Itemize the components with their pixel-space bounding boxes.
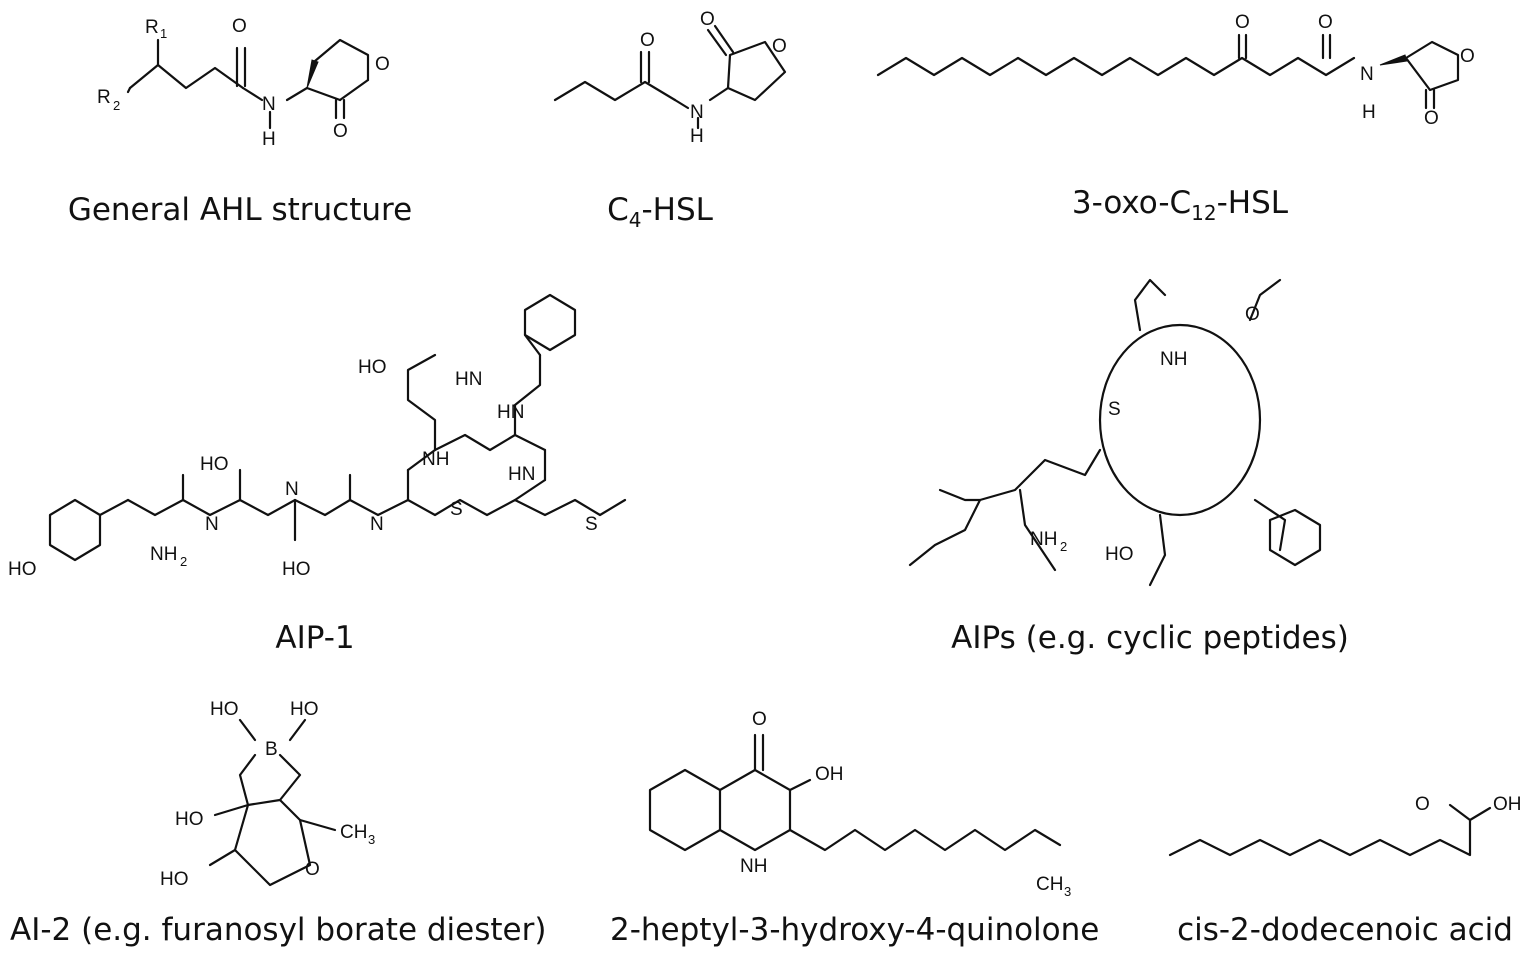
caption-main: 3-oxo-C — [1071, 185, 1192, 221]
caption-general-ahl: General AHL structure — [67, 192, 413, 228]
ho-label: HO — [1105, 544, 1134, 565]
ch3-sub: 3 — [1064, 884, 1071, 899]
oh-label: OH — [815, 764, 844, 785]
caption-main: C — [607, 192, 629, 228]
o1-label: O — [1235, 12, 1250, 33]
h-label: H — [1362, 102, 1376, 123]
caption-pqs: 2-heptyl-3-hydroxy-4-quinolone — [610, 912, 1100, 948]
ho2-label: HO — [200, 454, 229, 475]
caption-aips: AIPs (e.g. cyclic peptides) — [951, 620, 1349, 656]
hn1-label: HN — [455, 369, 482, 390]
r1-sub: 1 — [160, 26, 167, 41]
o-label: O — [752, 709, 767, 730]
caption-cis-2-dodecenoic-acid: cis-2-dodecenoic acid — [1177, 912, 1513, 948]
structure-ai-2: HO HO B HO HO CH 3 O AI-2 (e.g. furanosy… — [0, 690, 560, 970]
caption-c4-hsl: C4-HSL — [580, 192, 740, 232]
ho2-label: HO — [290, 699, 319, 720]
r2-sub: 2 — [113, 98, 120, 113]
ch3-label: CH — [340, 822, 367, 843]
r2-label: R — [97, 87, 111, 108]
nh2-sub: 2 — [180, 554, 187, 569]
o3-label: O — [333, 121, 348, 142]
structure-general-ahl: R 1 R 2 O N H O O General AHL structure — [0, 0, 440, 250]
caption-tail: -HSL — [641, 192, 713, 228]
pqs-diagram: O OH NH CH 3 — [648, 709, 1071, 899]
structure-aips: S NH NH 2 HO O AIPs (e.g. cyclic peptide… — [890, 270, 1530, 670]
o3-label: O — [1460, 46, 1475, 67]
cis-2-dodecenoic-diagram: O OH — [1168, 794, 1522, 857]
ho4-label: HO — [160, 869, 189, 890]
oh-label: OH — [1493, 794, 1522, 815]
caption-ai-2: AI-2 (e.g. furanosyl borate diester) — [10, 912, 547, 948]
caption-sub: 4 — [628, 208, 642, 233]
nh2-sub: 2 — [1060, 539, 1067, 554]
o4-label: O — [1424, 108, 1439, 129]
o-label: O — [305, 859, 320, 880]
b-label: B — [265, 739, 278, 760]
structure-pqs: O OH NH CH 3 2-heptyl-3-hydroxy-4-quinol… — [600, 690, 1120, 970]
structure-3-oxo-c12-hsl: O O O O N H 3-oxo-C12-HSL — [870, 0, 1510, 250]
o1-label: O — [232, 16, 247, 37]
nh1-label: NH — [422, 449, 449, 470]
o2-label: O — [700, 9, 715, 30]
ho-acid-label: HO — [358, 357, 387, 378]
structure-cis-2-dodecenoic-acid: O OH cis-2-dodecenoic acid — [1160, 690, 1535, 970]
caption-aip-1: AIP-1 — [275, 620, 355, 656]
nh2-label: NH — [1030, 529, 1057, 550]
ho-label: HO — [8, 559, 37, 580]
o3-label: O — [772, 36, 787, 57]
s2-label: S — [585, 514, 598, 535]
n3-label: N — [370, 514, 384, 535]
aip-1-diagram: HO NH 2 HO HO N N N HN HN NH HN S S HO — [8, 293, 627, 580]
nh-label: NH — [740, 856, 767, 877]
aips-diagram: S NH NH 2 HO O — [908, 278, 1322, 587]
structure-aip-1: HO NH 2 HO HO N N N HN HN NH HN S S HO A… — [0, 270, 640, 670]
o2-label: O — [375, 54, 390, 75]
o1-label: O — [640, 30, 655, 51]
n-label: N — [690, 102, 704, 123]
ho3-label: HO — [282, 559, 311, 580]
o-label: O — [1245, 304, 1260, 325]
general-ahl-diagram: R 1 R 2 O N H O O — [97, 16, 390, 150]
ho3-label: HO — [175, 809, 204, 830]
structure-c4-hsl: O O O N H C4-HSL — [540, 0, 830, 250]
s-label: S — [1108, 399, 1121, 420]
ch3-label: CH — [1036, 874, 1063, 895]
3-oxo-c12-hsl-diagram: O O O O N H — [876, 12, 1475, 129]
n2-label: N — [285, 479, 299, 500]
n-label: N — [262, 94, 276, 115]
ch3-sub: 3 — [368, 832, 375, 847]
c4-hsl-diagram: O O O N H — [553, 9, 787, 147]
n1-label: N — [205, 514, 219, 535]
o-label: O — [1415, 794, 1430, 815]
h-label: H — [262, 129, 276, 150]
s1-label: S — [450, 499, 463, 520]
o2-label: O — [1318, 12, 1333, 33]
nh2-label: NH — [150, 544, 177, 565]
hn3-label: HN — [508, 464, 535, 485]
caption-tail: -HSL — [1216, 185, 1289, 221]
r1-label: R — [145, 17, 159, 38]
ho1-label: HO — [210, 699, 239, 720]
hn2-label: HN — [497, 402, 524, 423]
n-label: N — [1360, 64, 1374, 85]
ai-2-diagram: HO HO B HO HO CH 3 O — [160, 699, 375, 890]
caption-sub: 12 — [1191, 201, 1217, 226]
nh-label: NH — [1160, 349, 1187, 370]
h-label: H — [690, 126, 704, 147]
caption-3-oxo-c12-hsl: 3-oxo-C12-HSL — [1030, 185, 1330, 225]
